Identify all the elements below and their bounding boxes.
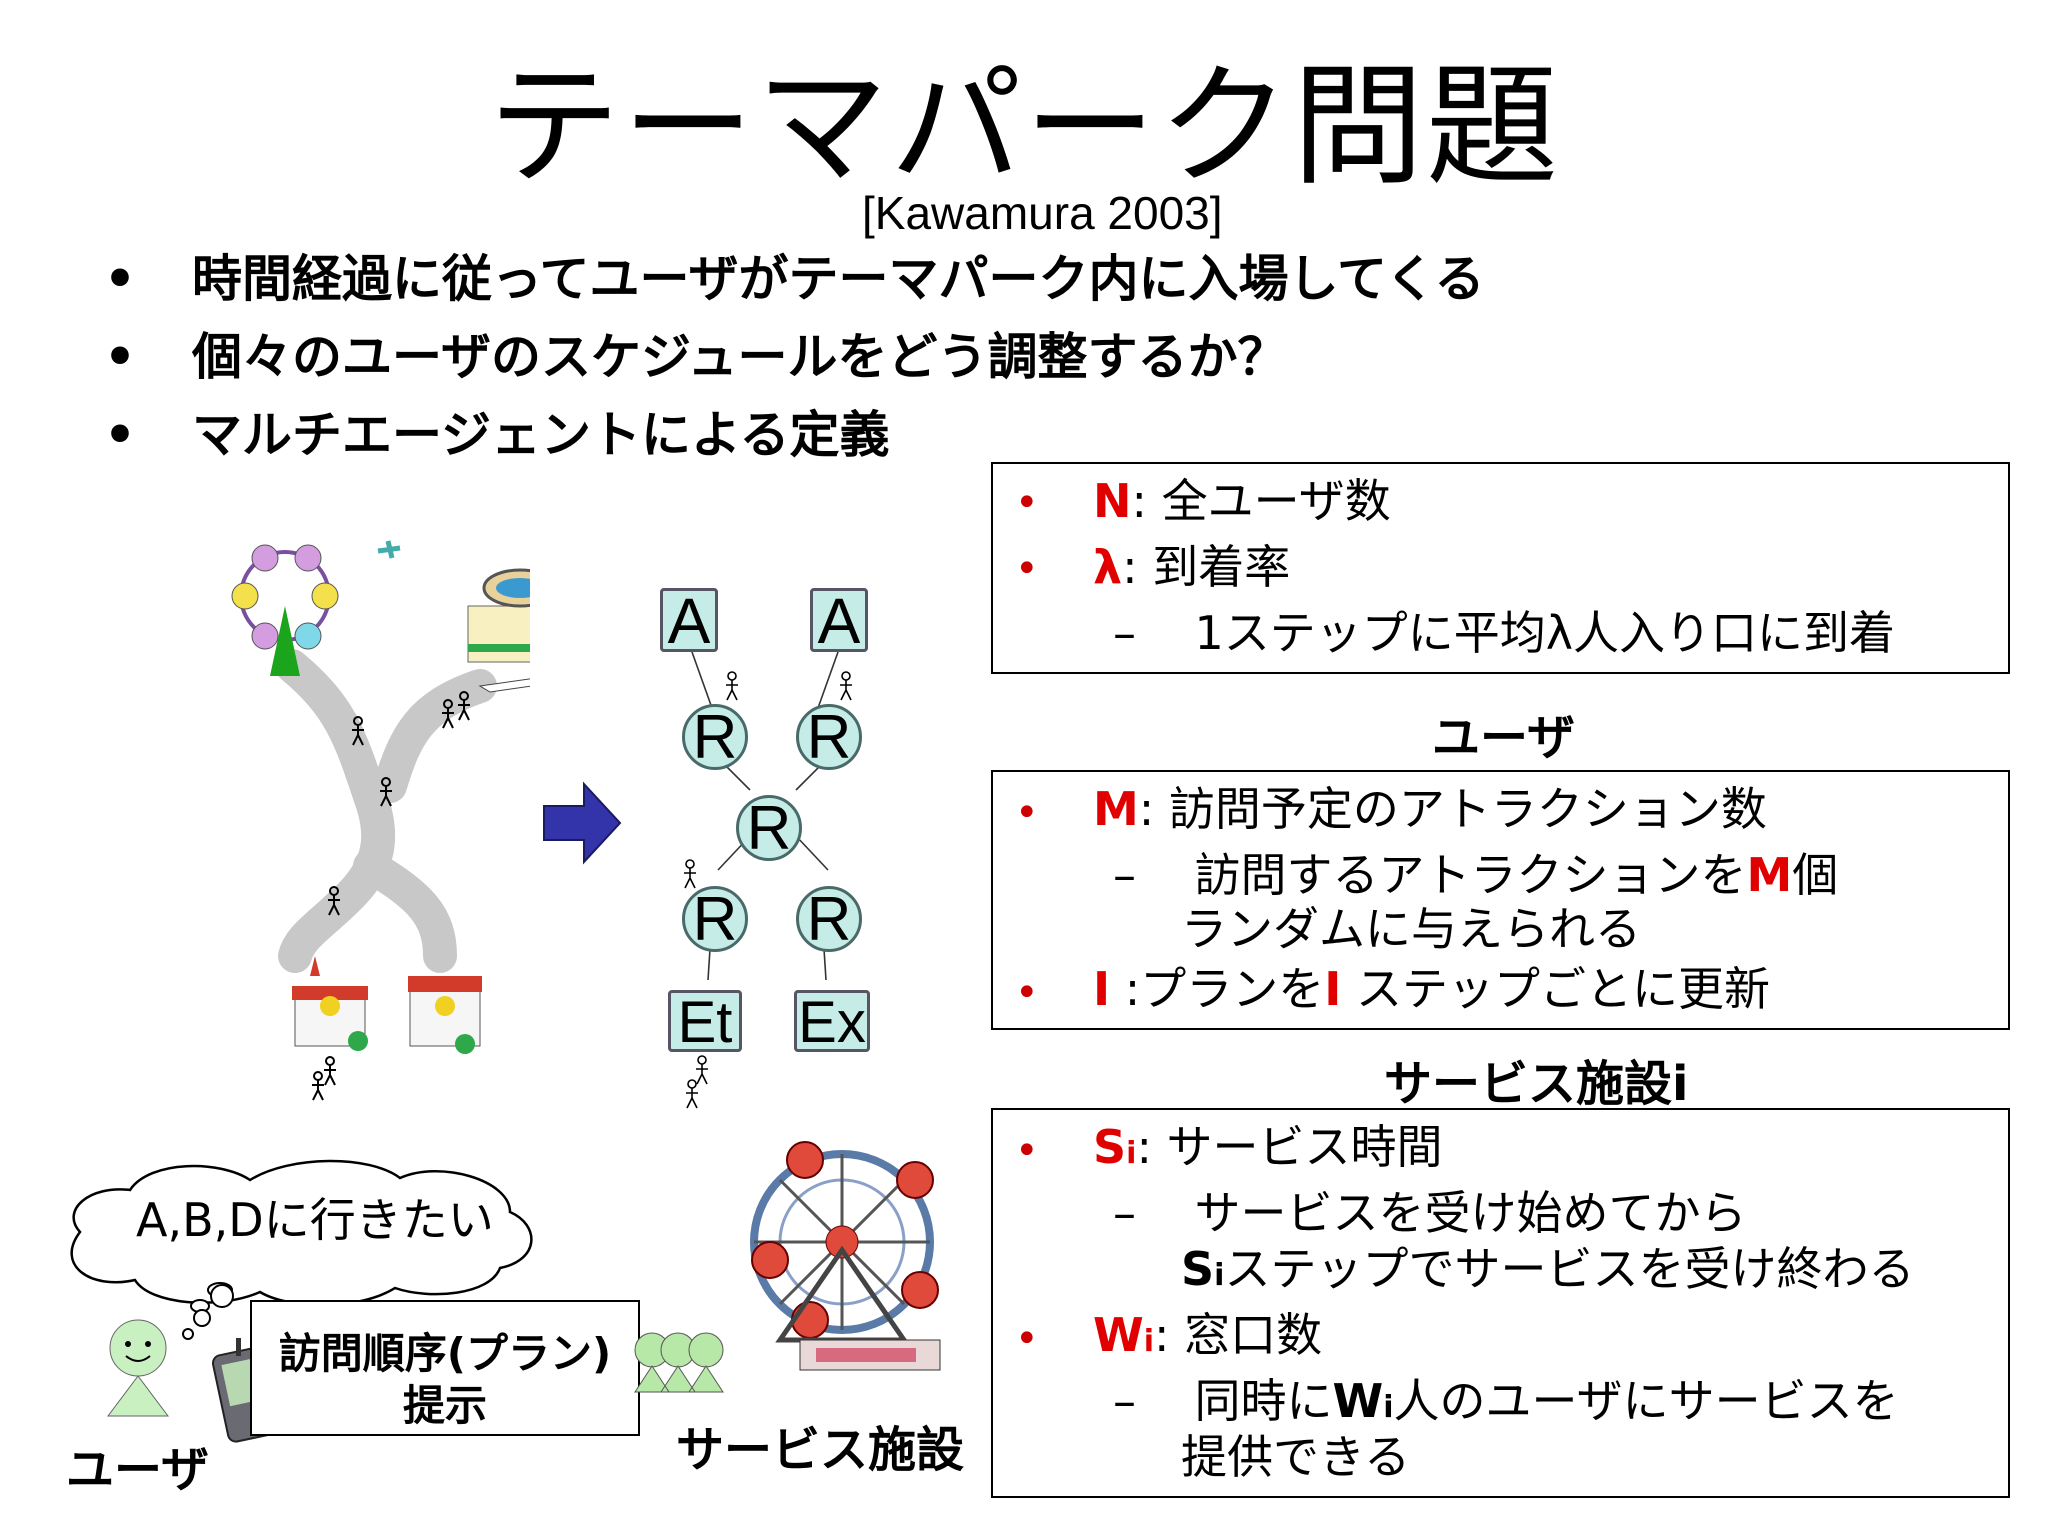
param-wi-desc: – 同時にWi人のユーザにサービスを: [1113, 1374, 1899, 1428]
param-i: I :プランをI ステップごとに更新: [1093, 962, 1770, 1016]
param-lambda: λ: 到着率: [1093, 540, 1291, 594]
park-map-illustration: [231, 540, 530, 1101]
facility-label: サービス施設: [676, 1422, 965, 1478]
param-wi-desc-2: 提供できる: [1181, 1430, 1411, 1484]
user-label: ユーザ: [66, 1442, 210, 1498]
node-road-top-left: R: [682, 704, 748, 770]
service-section-label: サービス施設i: [1384, 1056, 1689, 1112]
node-road-center: R: [736, 795, 802, 861]
queue-people-icon: [634, 1332, 724, 1393]
param-m-desc-2: ランダムに与えられる: [1181, 902, 1641, 956]
param-m: M: 訪問予定のアトラクション数: [1093, 782, 1767, 836]
user-avatar-icon: [107, 1319, 169, 1417]
param-si: Si: サービス時間: [1093, 1120, 1443, 1174]
bullet-item: •マルチエージェントによる定義: [104, 406, 890, 464]
visitor-icons: [312, 691, 470, 1101]
node-road-top-right: R: [796, 704, 862, 770]
main-bullets: •時間経過に従ってユーザがテーマパーク内に入場してくる •個々のユーザのスケジュ…: [104, 244, 1485, 478]
citation: [Kawamura 2003]: [862, 187, 1223, 239]
param-wi: Wi: 窓口数: [1093, 1308, 1323, 1362]
node-attraction-a-right: A: [810, 588, 868, 653]
param-m-desc: – 訪問するアトラクションをM個: [1113, 848, 1839, 902]
param-si-desc-2: Siステップでサービスを受け終わる: [1181, 1242, 1915, 1296]
bullet-item: •時間経過に従ってユーザがテーマパーク内に入場してくる: [104, 250, 1485, 308]
service-params-box: • Si: サービス時間 – サービスを受け始めてから Siステップでサービスを…: [991, 1108, 2010, 1498]
plan-line-1: 訪問順序(プラン): [278, 1329, 612, 1378]
thought-bubble-dots: [182, 1284, 234, 1340]
user-params-box: • M: 訪問予定のアトラクション数 – 訪問するアトラクションをM個 ランダム…: [991, 770, 2010, 1030]
plan-line-2: 提示: [402, 1381, 487, 1430]
airplane-attraction-icon: [377, 540, 530, 693]
page-title: テーマパーク問題: [488, 50, 1560, 204]
node-exit: Ex: [794, 990, 870, 1053]
shop-icon: [408, 976, 482, 1054]
service-facility-illustration: [634, 1141, 941, 1393]
user-section-label: ユーザ: [1432, 710, 1576, 766]
shop-icon: [292, 956, 368, 1051]
param-lambda-desc: – 1ステップに平均λ人入り口に到着: [1113, 606, 1895, 660]
ferris-wheel-icon: [231, 544, 339, 676]
node-entrance: Et: [668, 990, 742, 1053]
param-n: N: 全ユーザ数: [1093, 474, 1391, 528]
bullet-item: •個々のユーザのスケジュールをどう調整するか？: [104, 328, 1288, 386]
transform-arrow-icon: [543, 781, 622, 865]
ferris-wheel-large-icon: [750, 1141, 941, 1371]
plan-box: 訪問順序(プラン) 提示: [250, 1300, 640, 1436]
node-road-bottom-right: R: [796, 886, 862, 952]
thought-text: A,B,Dに行きたい: [136, 1193, 494, 1247]
param-si-desc: – サービスを受け始めてから: [1113, 1186, 1747, 1240]
node-attraction-a-left: A: [660, 588, 718, 653]
node-road-bottom-left: R: [682, 886, 748, 952]
global-params-box: • N: 全ユーザ数 • λ: 到着率 – 1ステップに平均λ人入り口に到着: [991, 462, 2010, 674]
